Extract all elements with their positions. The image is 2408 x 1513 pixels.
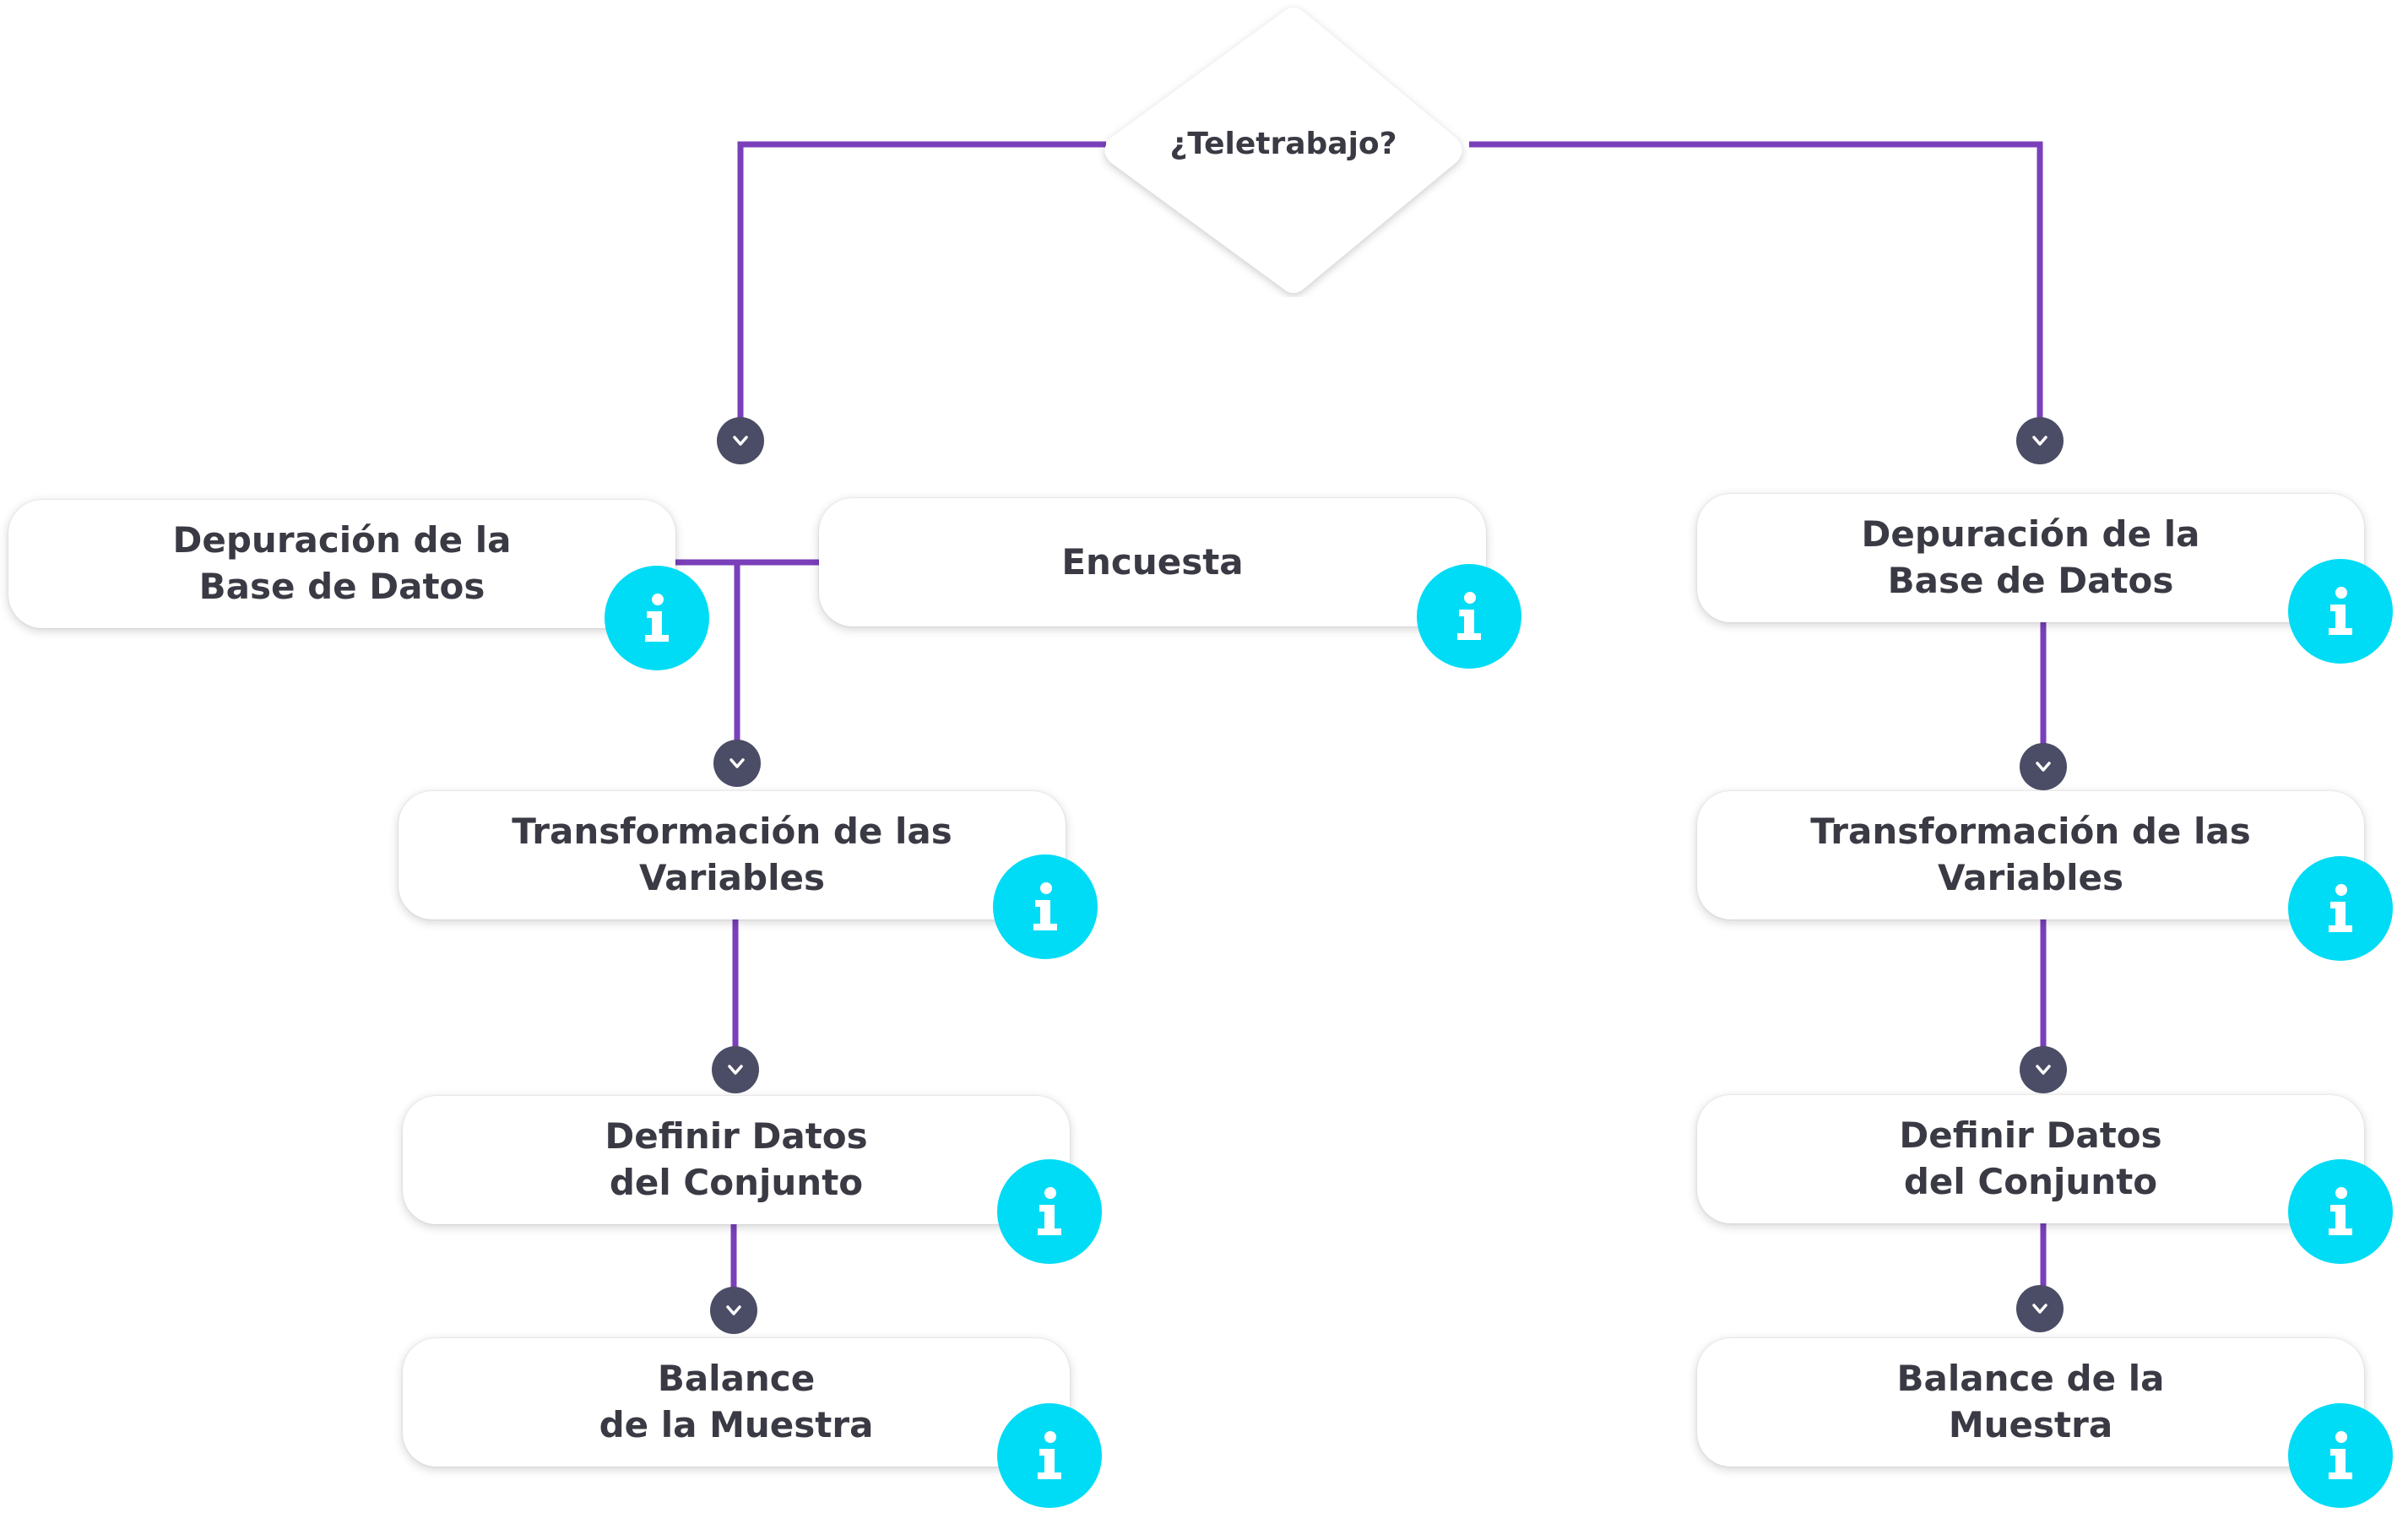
node-label-line2: Base de Datos [198,566,485,607]
node-label-line1: Transformación de las [1810,811,2251,853]
node-label: Encuesta [819,540,1486,586]
info-button[interactable] [2288,856,2393,961]
node-transformacion-right: Transformación de las Variables [1697,791,2364,919]
info-icon [645,594,669,642]
info-icon [1457,592,1481,640]
info-icon [2329,1187,2352,1235]
node-label-line2: Muestra [1948,1404,2113,1445]
info-button[interactable] [997,1403,1102,1508]
node-label-line2: del Conjunto [1903,1161,2158,1202]
info-button[interactable] [1417,564,1521,669]
node-depuracion-right: Depuración de la Base de Datos [1697,494,2364,622]
node-encuesta: Encuesta [819,498,1486,626]
chevron-down-icon [2016,1285,2064,1332]
info-button[interactable] [993,854,1098,959]
decision-label: ¿Teletrabajo? [1169,127,1397,161]
node-label-line1: Balance de la [1896,1358,2165,1400]
chevron-down-icon [712,1046,759,1093]
info-icon [1038,1187,1061,1235]
info-button[interactable] [997,1159,1102,1264]
node-label: Depuración de la Base de Datos [8,518,675,610]
node-label-line2: Variables [639,857,825,898]
node-label: Transformación de las Variables [1697,809,2364,901]
node-label-line1: Depuración de la [172,519,512,561]
chevron-down-icon [2020,1046,2067,1093]
node-label-line2: Variables [1938,857,2123,898]
node-label-line1: Balance [657,1358,816,1400]
info-button[interactable] [2288,1403,2393,1508]
info-button[interactable] [2288,559,2393,664]
node-label-line2: Base de Datos [1887,560,2174,601]
chevron-down-icon [2020,743,2067,790]
node-label: Depuración de la Base de Datos [1697,512,2364,604]
info-button[interactable] [2288,1159,2393,1264]
info-icon [2329,1431,2352,1479]
chevron-down-icon [713,740,761,787]
node-label-line1: Encuesta [1061,540,1244,583]
chevron-down-icon [2016,417,2064,464]
node-definir-left: Definir Datos del Conjunto [403,1096,1070,1224]
connector-right-branch [1469,141,2043,435]
node-label: Definir Datos del Conjunto [1697,1113,2364,1205]
connector-left-branch [737,141,1106,435]
node-definir-right: Definir Datos del Conjunto [1697,1095,2364,1223]
node-label: Balance de la Muestra [403,1356,1070,1448]
decision-diamond [1104,8,1462,293]
node-label-line1: Definir Datos [605,1115,868,1158]
info-icon [1038,1431,1061,1479]
node-label-line2: del Conjunto [609,1162,864,1203]
node-depuracion-left: Depuración de la Base de Datos [8,500,675,628]
node-label-line1: Transformación de las [512,811,952,853]
node-label-line2: de la Muestra [599,1404,874,1445]
chevron-down-icon [717,417,764,464]
node-transformacion-left: Transformación de las Variables [399,791,1066,919]
node-balance-left: Balance de la Muestra [403,1338,1070,1467]
info-icon [2329,587,2352,635]
info-icon [1033,882,1057,930]
node-label: Balance de la Muestra [1697,1356,2364,1448]
node-label: Definir Datos del Conjunto [403,1114,1070,1206]
node-label-line1: Depuración de la [1861,513,2200,556]
chevron-down-icon [710,1287,757,1334]
info-icon [2329,884,2352,932]
node-label-line1: Definir Datos [1899,1114,2162,1157]
node-balance-right: Balance de la Muestra [1697,1338,2364,1467]
node-label: Transformación de las Variables [399,809,1066,901]
info-button[interactable] [605,566,709,670]
